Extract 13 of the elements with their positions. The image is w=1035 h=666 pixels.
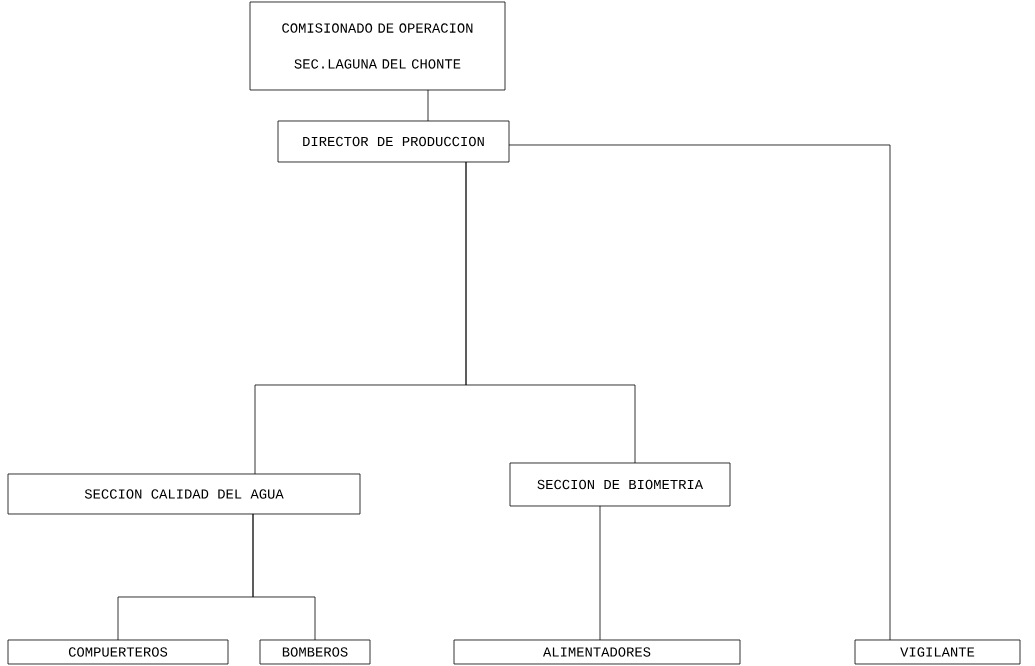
org-box: DIRECTOR DE PRODUCCION xyxy=(277,120,510,163)
connector-line xyxy=(427,89,429,122)
org-box: COMPUERTEROS xyxy=(7,639,229,665)
connector-line xyxy=(599,505,601,641)
org-box: SECCION CALIDAD DEL AGUA xyxy=(7,473,361,515)
org-box: SECCION DE BIOMETRIA xyxy=(509,462,731,507)
org-box: VIGILANTE xyxy=(854,639,1021,665)
connector-line xyxy=(252,513,316,641)
org-box: BOMBEROS xyxy=(259,639,371,665)
connector-line xyxy=(508,144,891,641)
org-box: COMISIONADO DE OPERACION SEC.LAGUNA DEL CHONTE xyxy=(249,1,506,91)
org-box: ALIMENTADORES xyxy=(453,639,741,665)
connector-line xyxy=(465,161,636,464)
